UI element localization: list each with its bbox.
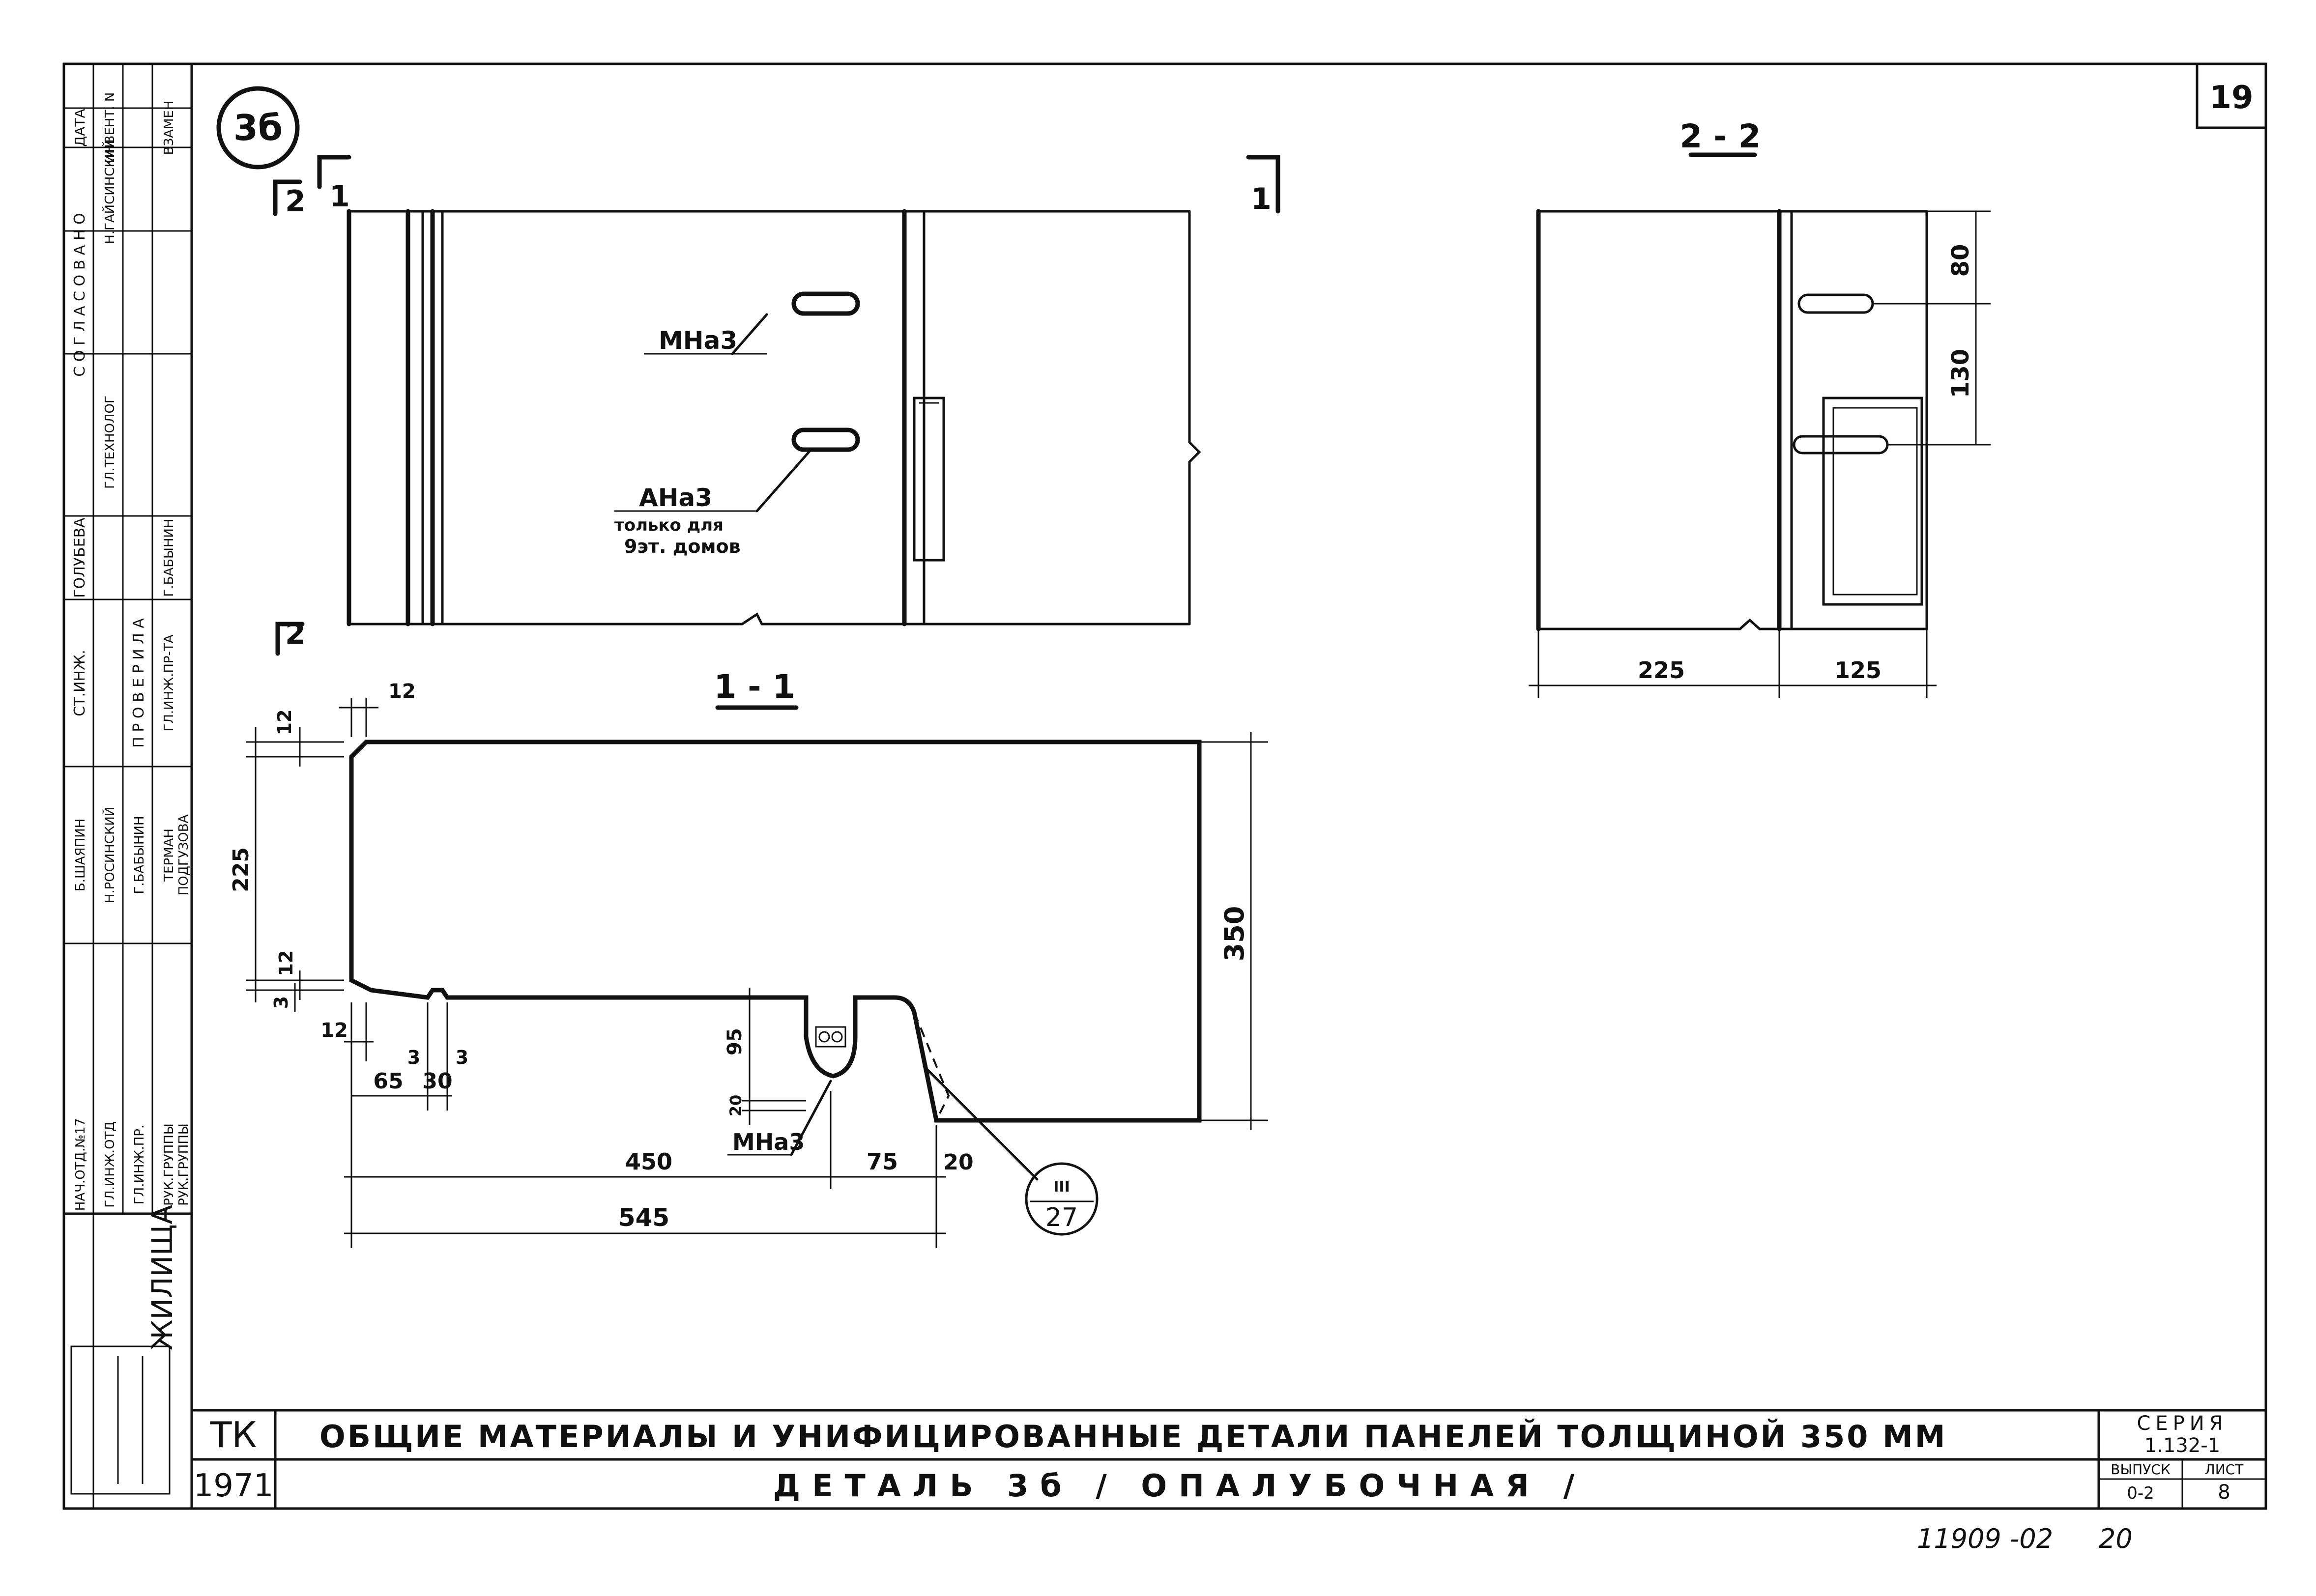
plan-label-mn: МНа3 [659, 326, 737, 355]
side-name-1: Н.РОСИНСКИЙ [102, 807, 117, 904]
side-extra-name-0: ГОЛУБЕВА [71, 517, 88, 598]
section-1-1-dim-12-left: 12 [274, 710, 295, 736]
section-1-1-ref-bottom: 27 [1045, 1203, 1078, 1232]
bottom-stamp: 11909 -02 [1917, 1523, 2053, 1554]
section-2-2-dim-80: 80 [1947, 244, 1974, 277]
side-name-0: Б.ШАЯПИН [73, 819, 88, 891]
section-2-2-dim-130: 130 [1947, 349, 1974, 398]
section-1-1-label-mn: МНа3 [732, 1129, 805, 1155]
section-1-1-dim-20-small: 20 [726, 1095, 745, 1117]
section-1-1-ref-top: III [1053, 1178, 1070, 1196]
page-number: 19 [2209, 80, 2253, 116]
section-1-1-dim-545: 545 [618, 1203, 669, 1232]
section-1-1-dim-3-a: 3 [270, 996, 292, 1009]
section-1-1-dim-95: 95 [724, 1028, 746, 1055]
title-org: ТК [209, 1414, 257, 1455]
section-2-2: 2 - 2 80 130 225 125 [1529, 117, 1991, 698]
section-1-1-dim-12-b: 12 [320, 1019, 348, 1042]
section-1-1-dim-12-top: 12 [388, 680, 416, 703]
series-value: 1.132-1 [2144, 1434, 2220, 1457]
title-block: ТК 1971 ОБЩИЕ МАТЕРИАЛЫ И УНИФИЦИРОВАННЫ… [194, 1412, 2244, 1504]
section-1-1-title: 1 - 1 [714, 668, 795, 706]
section-1-1-dim-350: 350 [1219, 906, 1250, 962]
title-year: 1971 [194, 1468, 274, 1504]
side-name-3: ТЕРМАН [162, 828, 176, 882]
detail-mark: 3б [216, 86, 300, 170]
plan-section-1-left: 1 [329, 179, 350, 214]
plan-section-2-bottom: 2 [285, 617, 306, 651]
sheet-value: 8 [2218, 1481, 2230, 1504]
section-1-1-dim-225: 225 [229, 847, 254, 892]
section-1-1-dim-3-c: 3 [456, 1047, 468, 1068]
section-2-2-dim-125: 125 [1834, 657, 1882, 684]
detail-mark-label: 3б [233, 107, 283, 148]
side-extra-role-1: ГЛ.ТЕХНОЛОГ [103, 396, 117, 489]
side-role-3: РУК.ГРУППЫ [162, 1123, 176, 1206]
side-role-4: РУК.ГРУППЫ [176, 1123, 191, 1206]
section-1-1-dim-450: 450 [625, 1148, 672, 1175]
side-replace-label: ВЗАМЕН [162, 101, 176, 155]
side-name-2: Г.БАБЫНИН [132, 816, 147, 894]
series-label: СЕРИЯ [2137, 1412, 2228, 1435]
side-extra-role-0: СТ.ИНЖ. [71, 650, 88, 716]
issue-value: 0-2 [2127, 1483, 2154, 1503]
section-1-1-dim-65: 65 [373, 1069, 403, 1094]
plan-note-line-2: 9эт. домов [624, 536, 741, 557]
plan-label-an: АНа3 [639, 484, 712, 512]
side-name-4: ПОДГУЗОВА [176, 814, 191, 895]
side-extra-role-2: ГЛ.ИНЖ.ПР-ТА [162, 634, 176, 731]
title-line-1: ОБЩИЕ МАТЕРИАЛЫ И УНИФИЦИРОВАННЫЕ ДЕТАЛИ… [319, 1419, 1947, 1454]
section-1-1-dim-20: 20 [943, 1150, 973, 1175]
issue-label: ВЫПУСК [2111, 1461, 2171, 1478]
plan-section-2-top: 2 [285, 184, 306, 219]
section-1-1-dim-30: 30 [422, 1069, 452, 1094]
section-1-1-dim-3-b: 3 [407, 1047, 420, 1068]
sheet-frame [62, 62, 2267, 1510]
plan-view: 2 1 1 2 МНа3 АНа3 только для [273, 155, 1280, 656]
section-1-1-dim-75: 75 [867, 1148, 898, 1175]
side-stamp: ЖИЛИЩА НАЧ.ОТД.№17 ГЛ.ИНЖ.ОТД ГЛ.ИНЖ.ПР.… [62, 64, 193, 1509]
plan-section-1-right: 1 [1251, 182, 1272, 216]
side-agreed-header: С О Г Л А С О В А Н О [71, 213, 88, 376]
side-checked-header: П Р О В Е Р И Л А [130, 618, 147, 748]
section-2-2-title: 2 - 2 [1679, 117, 1761, 155]
side-date-label: ДАТА [72, 109, 88, 146]
side-role-0: НАЧ.ОТД.№17 [73, 1118, 88, 1211]
side-role-2: ГЛ.ИНЖ.ПР. [132, 1125, 147, 1204]
section-1-1: 1 - 1 12 12 225 12 3 12 65 3 [229, 668, 1268, 1248]
bottom-stamp-2: 20 [2099, 1523, 2133, 1554]
plan-note-line-1: только для [614, 515, 724, 535]
sheet-label: ЛИСТ [2205, 1461, 2244, 1478]
section-2-2-dim-225: 225 [1638, 657, 1685, 684]
side-extra-name-2: Г.БАБЫНИН [162, 518, 176, 597]
section-1-1-dim-12-mid: 12 [275, 950, 297, 976]
side-inv-label: ИНВЕНТ. N [103, 92, 117, 164]
side-extra-name-1: Н.ГАЙСИНСКИЙ [102, 139, 117, 244]
side-role-1: ГЛ.ИНЖ.ОТД [103, 1121, 117, 1208]
side-org-name: ЖИЛИЩА [145, 1205, 179, 1350]
title-line-2: ДЕТАЛЬ 3б / ОПАЛУБОЧНАЯ / [773, 1468, 1586, 1504]
